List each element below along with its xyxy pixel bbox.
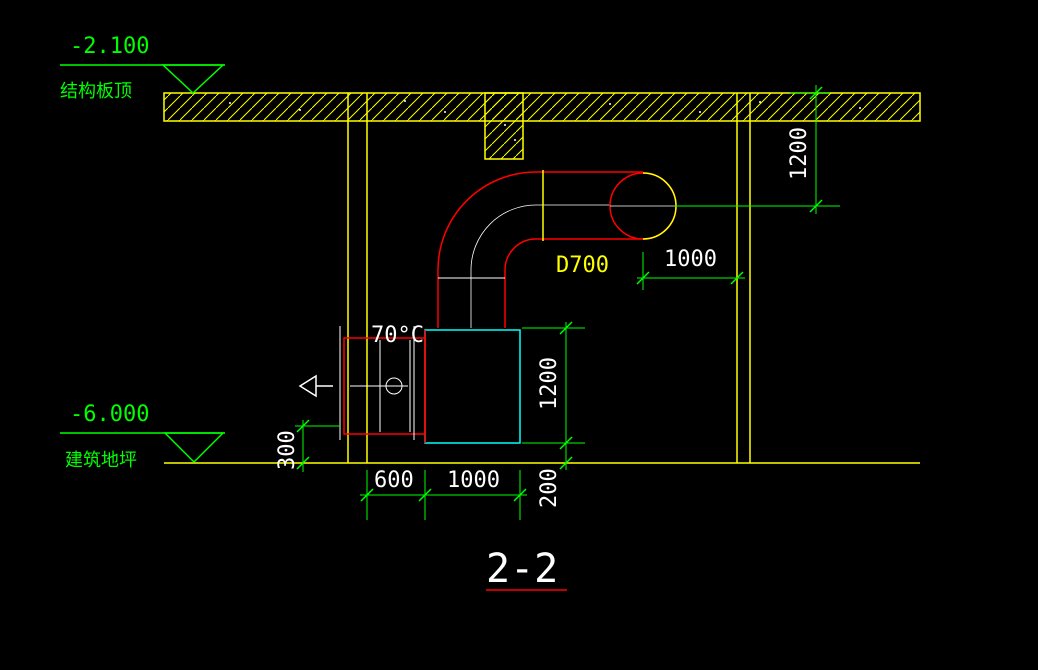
damper-temp-label: 70°C <box>371 323 424 348</box>
level-marker-top: -2.100 结构板顶 <box>60 34 225 102</box>
dimension-pipe-to-wall: 1000 <box>636 247 745 290</box>
dim-pipe-elevation-text: 1200 <box>787 127 812 180</box>
wall-left <box>347 93 368 463</box>
dimension-pipe-elevation: 1200 <box>675 85 840 214</box>
slab-beam <box>484 92 524 160</box>
dimension-unit-height: 1200 <box>522 321 585 470</box>
level-triangle-icon <box>163 432 225 464</box>
level-marker-bottom: -6.000 建筑地坪 <box>60 402 225 471</box>
fire-damper: 70°C <box>339 323 426 440</box>
dim-pipe-to-wall-text: 1000 <box>664 247 717 272</box>
dimension-outlet-unit-widths: 600 1000 <box>360 468 527 520</box>
level-bottom-label: 建筑地坪 <box>65 450 137 471</box>
level-triangle-icon <box>161 64 225 95</box>
dim-outlet-height-text: 300 <box>275 430 300 470</box>
dimension-outlet-height: 300 <box>275 419 340 472</box>
dim-unit-height-text: 1200 <box>537 357 562 410</box>
section-title: 2-2 <box>486 546 567 592</box>
fan-unit <box>424 329 521 444</box>
section-title-text: 2-2 <box>486 546 558 592</box>
level-top-label: 结构板顶 <box>60 81 132 102</box>
duct-size-label: D700 <box>556 253 609 278</box>
level-bottom-value: -6.000 <box>70 402 149 427</box>
dim-plinth-height-text: 200 <box>537 468 562 508</box>
level-top-value: -2.100 <box>70 34 149 59</box>
dim-outlet-width-text: 600 <box>374 468 414 493</box>
airflow-arrow-icon <box>298 374 333 398</box>
dim-unit-width-text: 1000 <box>447 468 500 493</box>
structural-slab <box>163 92 921 160</box>
duct-d700: D700 <box>437 170 680 328</box>
